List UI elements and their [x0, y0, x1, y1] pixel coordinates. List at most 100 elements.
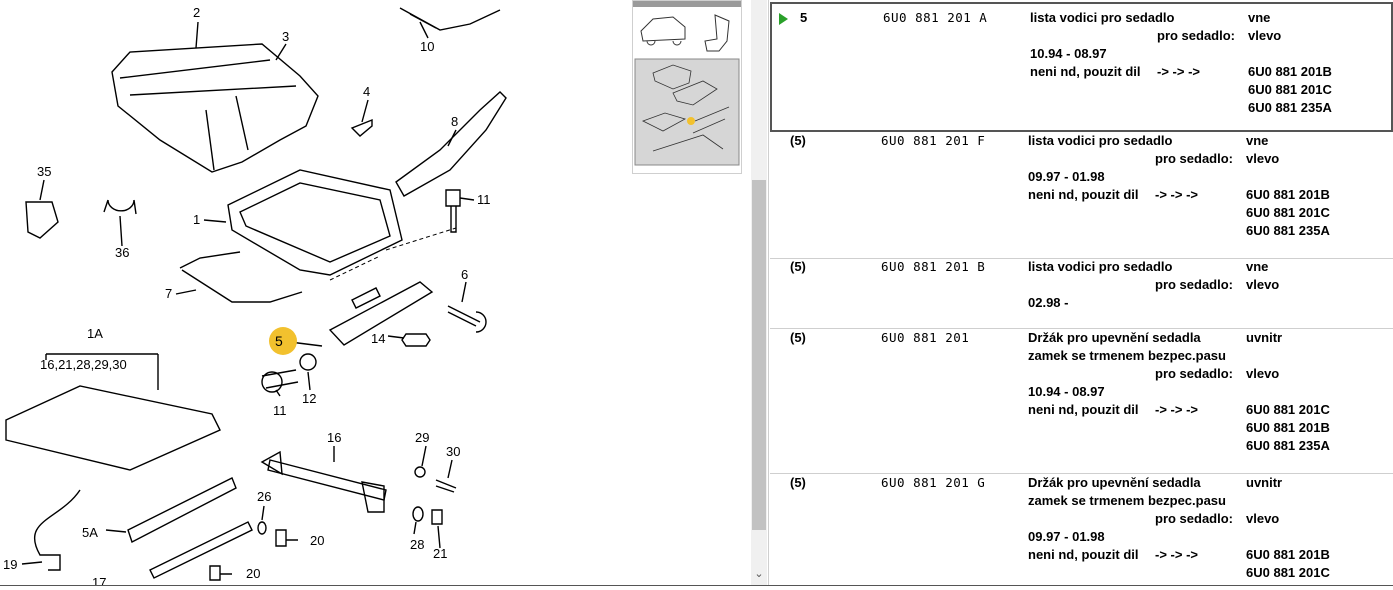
replacement-link[interactable]: 6U0 881 201B: [1246, 420, 1330, 435]
callout-label: 26: [257, 489, 272, 504]
callout-label: 1: [193, 212, 201, 227]
diagram-scrollbar[interactable]: ⌄: [751, 0, 767, 585]
sub-value: vlevo: [1246, 151, 1280, 166]
arrows: -> -> ->: [1155, 187, 1198, 202]
part-qualifier: uvnitr: [1246, 475, 1283, 490]
callout-label: 35: [37, 164, 52, 179]
part-description: lista vodici pro sedadlo: [1030, 10, 1175, 25]
replacement-link[interactable]: 6U0 881 235A: [1248, 100, 1332, 115]
part-qualifier: uvnitr: [1246, 330, 1283, 345]
callout-label: 16: [327, 430, 342, 445]
sub-label: pro sedadlo:: [1157, 28, 1236, 43]
callout-label: 2: [193, 5, 201, 20]
part-description: lista vodici pro sedadlo: [1028, 133, 1173, 148]
table-row[interactable]: (5) 6U0 881 201 Držák pro upevnění sedad…: [770, 329, 1393, 474]
part-number: 6U0 881 201 F: [881, 133, 986, 148]
position-number: (5): [790, 133, 806, 148]
callout-label: 19: [3, 557, 18, 572]
arrows: -> -> ->: [1155, 402, 1198, 417]
callout-label: 20: [310, 533, 325, 548]
sub-label: pro sedadlo:: [1155, 511, 1234, 526]
callout-label: 11: [273, 403, 287, 418]
callout-label: 7: [165, 286, 173, 301]
callout-label: 16,21,28,29,30: [40, 357, 127, 372]
parts-list[interactable]: 5 6U0 881 201 A lista vodici pro sedadlo…: [770, 0, 1393, 585]
position-number: (5): [790, 259, 806, 274]
replacement-link[interactable]: 6U0 881 201B: [1246, 547, 1330, 562]
callout-label: 3: [282, 29, 290, 44]
replacement-link[interactable]: 6U0 881 201C: [1246, 402, 1330, 417]
arrows: -> -> ->: [1157, 64, 1200, 79]
thumbnail-navigator[interactable]: [632, 0, 742, 174]
scrollbar-thumb[interactable]: [752, 180, 766, 530]
date-range: 10.94 - 08.97: [1028, 384, 1105, 399]
sub-label: pro sedadlo:: [1155, 277, 1234, 292]
table-row[interactable]: (5) 6U0 881 201 G Držák pro upevnění sed…: [770, 474, 1393, 585]
date-range: 10.94 - 08.97: [1030, 46, 1107, 61]
part-qualifier: vne: [1248, 10, 1271, 25]
part-description-2: zamek se trmenem bezpec.pasu: [1028, 348, 1226, 363]
callout-label: 14: [371, 331, 386, 346]
parts-diagram[interactable]: 2 3 10 4 8 35 11 36 1 7 6 14 1A 16,21,28…: [0, 0, 752, 585]
part-number: 6U0 881 201: [881, 330, 970, 345]
position-number: (5): [790, 330, 806, 345]
sub-value: vlevo: [1246, 277, 1280, 292]
part-description-2: zamek se trmenem bezpec.pasu: [1028, 493, 1226, 508]
part-qualifier: vne: [1246, 133, 1269, 148]
arrows: -> -> ->: [1155, 547, 1198, 562]
date-range: 09.97 - 01.98: [1028, 169, 1105, 184]
note: neni nd, pouzit dil: [1030, 64, 1141, 79]
callout-label: 4: [363, 84, 371, 99]
sub-value: vlevo: [1246, 366, 1280, 381]
note: neni nd, pouzit dil: [1028, 547, 1139, 562]
note: neni nd, pouzit dil: [1028, 187, 1139, 202]
sub-value: vlevo: [1248, 28, 1282, 43]
replacement-link[interactable]: 6U0 881 201C: [1248, 82, 1332, 97]
replacement-link[interactable]: 6U0 881 201C: [1246, 565, 1330, 580]
replacement-link[interactable]: 6U0 881 235A: [1246, 223, 1330, 238]
callout-label: 21: [433, 546, 448, 561]
thumbnail-header: [633, 1, 741, 7]
scroll-down-icon[interactable]: ⌄: [754, 568, 764, 580]
diagram-drawing: [5, 7, 507, 581]
callout-label: 36: [115, 245, 130, 260]
selected-position-marker[interactable]: 5: [269, 327, 297, 355]
callout-label: 10: [420, 39, 435, 54]
play-arrow-icon: [779, 13, 788, 25]
part-description: lista vodici pro sedadlo: [1028, 259, 1173, 274]
table-row[interactable]: (5) 6U0 881 201 B lista vodici pro sedad…: [770, 258, 1393, 329]
part-number: 6U0 881 201 G: [881, 475, 986, 490]
callout-label: 8: [451, 114, 459, 129]
part-number: 6U0 881 201 A: [883, 10, 988, 25]
date-range: 02.98 -: [1028, 295, 1069, 310]
callout-label: 17: [92, 576, 107, 585]
callout-label: 11: [477, 192, 491, 207]
position-number: (5): [790, 475, 806, 490]
sub-value: vlevo: [1246, 511, 1280, 526]
replacement-link[interactable]: 6U0 881 201C: [1246, 205, 1330, 220]
sub-label: pro sedadlo:: [1155, 366, 1234, 381]
callout-label: 1A: [87, 326, 103, 341]
date-range: 09.97 - 01.98: [1028, 529, 1105, 544]
table-row[interactable]: (5) 6U0 881 201 F lista vodici pro sedad…: [770, 132, 1393, 259]
thumbnail-drawing: [634, 14, 740, 166]
table-row[interactable]: 5 6U0 881 201 A lista vodici pro sedadlo…: [770, 2, 1393, 132]
callout-label: 5A: [82, 525, 98, 540]
callout-label: 12: [302, 391, 317, 406]
callout-label: 30: [446, 444, 461, 459]
callout-label: 20: [246, 566, 261, 581]
bottom-border: [0, 585, 1393, 586]
divider: [768, 0, 769, 586]
callout-label: 28: [410, 537, 425, 552]
note: neni nd, pouzit dil: [1028, 402, 1139, 417]
position-number: 5: [800, 10, 808, 25]
part-number: 6U0 881 201 B: [881, 259, 986, 274]
replacement-link[interactable]: 6U0 881 235A: [1246, 438, 1330, 453]
callout-label: 6: [461, 267, 469, 282]
replacement-link[interactable]: 6U0 881 201B: [1246, 187, 1330, 202]
sub-label: pro sedadlo:: [1155, 151, 1234, 166]
callout-label: 29: [415, 430, 430, 445]
part-description: Držák pro upevnění sedadla: [1028, 475, 1201, 490]
replacement-link[interactable]: 6U0 881 201B: [1248, 64, 1332, 79]
part-description: Držák pro upevnění sedadla: [1028, 330, 1201, 345]
